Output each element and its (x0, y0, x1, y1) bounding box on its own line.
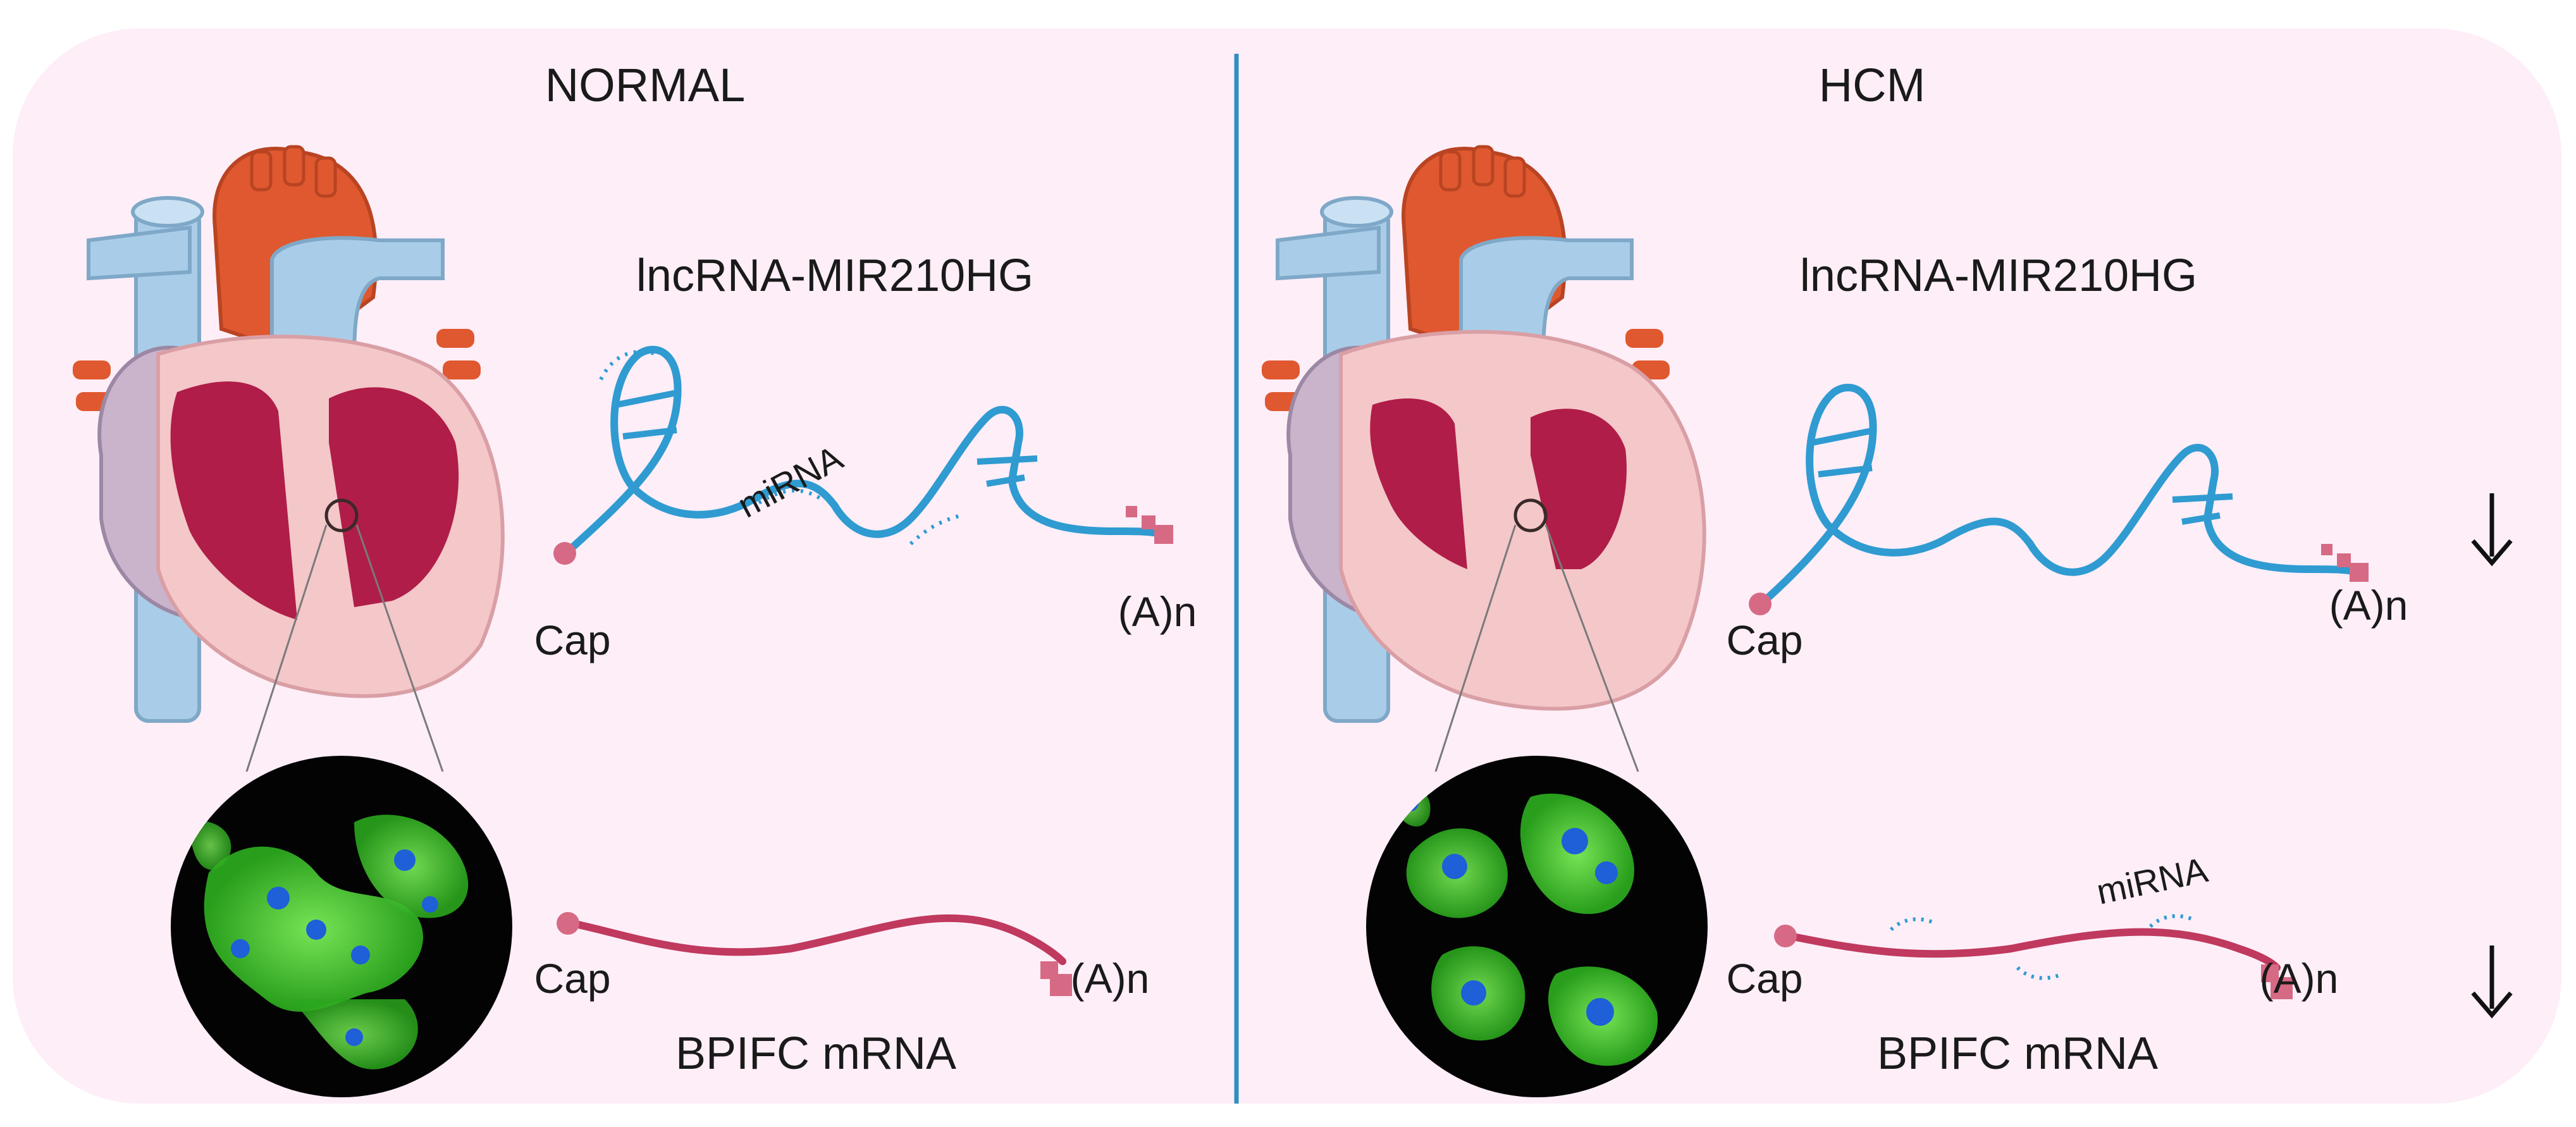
background-panel (13, 28, 2561, 1104)
normal-mrna-polya-label: (A)n (1071, 955, 1150, 1002)
normal-panel: NORMAL (73, 59, 1197, 1097)
heart-illustration (73, 145, 505, 772)
normal-lncrna-strand (553, 345, 1173, 565)
down-arrow-icon (2471, 493, 2513, 567)
hcm-lncrna-polya-label: (A)n (2329, 582, 2408, 629)
hcm-panel: HCM (1262, 59, 2513, 1097)
hcm-lncrna-cap-label: Cap (1726, 617, 1803, 663)
hcm-lncrna-label: lncRNA-MIR210HG (1800, 250, 2197, 301)
hcm-mrna-label: BPIFC mRNA (1877, 1028, 2158, 1079)
normal-lncrna-label: lncRNA-MIR210HG (636, 250, 1033, 301)
zoom-region-marker (324, 498, 359, 533)
normal-lncrna-cap-label: Cap (534, 617, 610, 663)
zoom-region-marker (1513, 498, 1548, 533)
normal-mrna-label: BPIFC mRNA (675, 1028, 956, 1079)
hcm-panel-title: HCM (1819, 59, 1926, 111)
normal-panel-title: NORMAL (545, 59, 746, 111)
normal-lncrna-polya-label: (A)n (1118, 588, 1197, 635)
hcm-mrna-strand (1774, 914, 2293, 999)
hcm-mrna-polya-label: (A)n (2260, 955, 2339, 1002)
hcm-mrna-cap-label: Cap (1726, 955, 1803, 1002)
microscope-fluorescence-image (1366, 756, 1708, 1097)
heart-illustration (1262, 145, 1706, 772)
down-arrow-icon (2471, 945, 2513, 1019)
normal-mrna-cap-label: Cap (534, 955, 610, 1002)
microscope-fluorescence-image (171, 756, 512, 1097)
hcm-lncrna-strand (1749, 383, 2369, 615)
normal-mrna-strand (557, 912, 1072, 996)
